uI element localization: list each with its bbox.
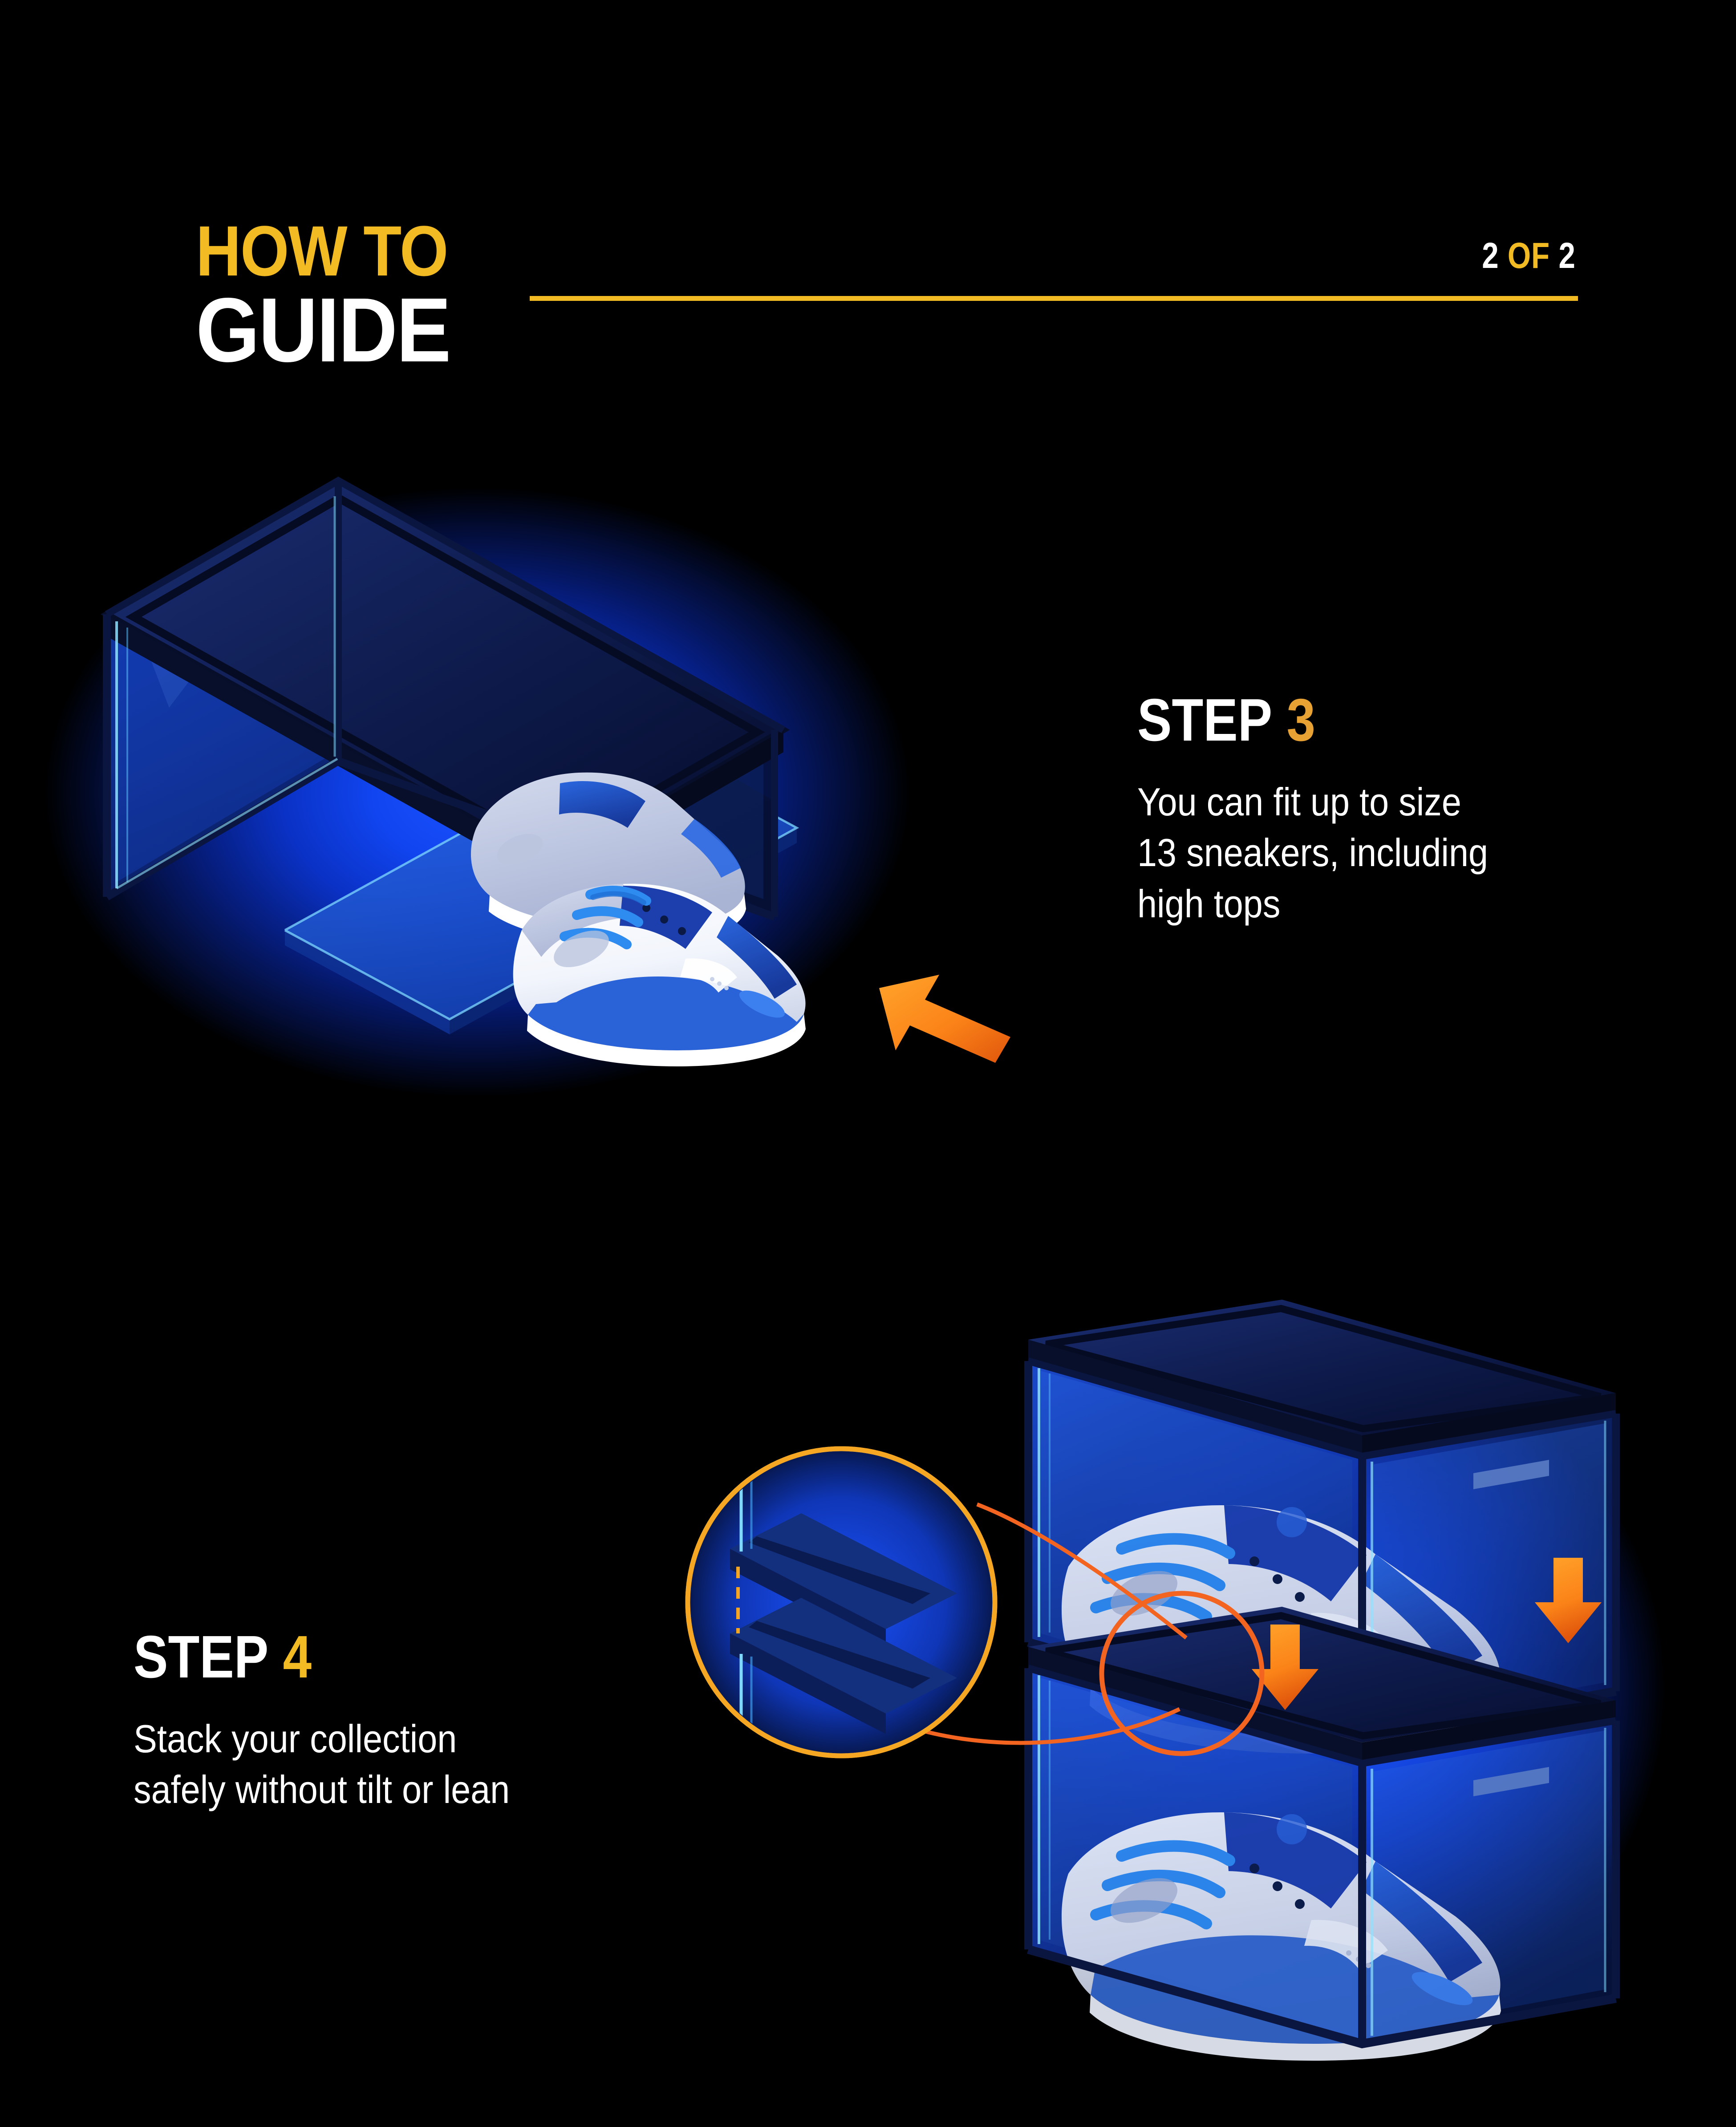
step-3-illustration — [0, 401, 1068, 1179]
lower-shoe-box — [1024, 1607, 1620, 2061]
page-title: HOW TO GUIDE — [196, 211, 482, 381]
step-4-text-block: STEP 4 Stack your collection safely with… — [134, 1627, 712, 1815]
orange-arrow-up-left-icon — [879, 975, 1010, 1063]
step-3-number: 3 — [1286, 686, 1316, 754]
page-counter-of: OF — [1508, 235, 1550, 276]
magnifier-callout — [685, 1446, 1265, 1758]
page-counter-total: 2 — [1558, 235, 1576, 276]
stacked-boxes-graphic — [645, 1282, 1736, 2119]
header-divider-rule — [530, 296, 1578, 301]
page-counter: 2 OF 2 — [1482, 235, 1576, 277]
sneaker-in-lower-box — [1061, 1812, 1501, 2061]
title-line-howto: HOW TO — [196, 211, 448, 291]
page-counter-current: 2 — [1482, 235, 1499, 276]
orange-arrow-down-icon-left — [1252, 1625, 1318, 1710]
title-line-guide: GUIDE — [196, 279, 451, 381]
step-3-text-block: STEP 3 You can fit up to size 13 sneaker… — [1137, 690, 1671, 929]
step-4-illustration — [645, 1282, 1736, 2119]
step-3-heading: STEP 3 — [1137, 690, 1597, 750]
step-4-description: Stack your collection safely without til… — [134, 1717, 510, 1812]
callout-source-circle — [1099, 1591, 1265, 1756]
shoe-box-open-graphic — [0, 401, 1068, 1179]
sneaker-pair — [471, 772, 806, 1066]
step-4-number: 4 — [283, 1623, 312, 1690]
orange-arrow-down-icon-right — [1535, 1558, 1602, 1643]
page-header: HOW TO GUIDE 2 OF 2 — [0, 0, 1736, 401]
step-4-word: STEP — [134, 1623, 269, 1690]
sneaker-front — [513, 883, 806, 1066]
shoe-box-container — [100, 476, 790, 921]
step-4-heading: STEP 4 — [134, 1627, 631, 1687]
step-3-word: STEP — [1137, 686, 1273, 754]
step-3-description: You can fit up to size 13 sneakers, incl… — [1137, 780, 1489, 926]
